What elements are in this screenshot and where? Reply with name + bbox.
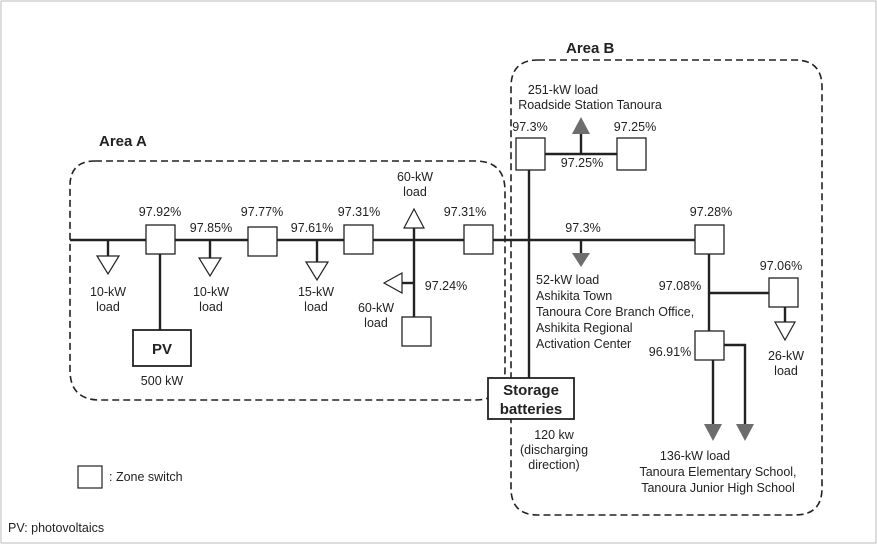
pct-9731a: 97.31% (338, 205, 380, 219)
zone-switch-9728 (694, 224, 725, 255)
pct-9708: 97.08% (659, 279, 701, 293)
load-arrow-136kw-b (736, 424, 754, 441)
legend-zone-switch-symbol (77, 465, 103, 489)
legend-zone-switch-text: : Zone switch (109, 470, 183, 484)
load-arrow-15kw (304, 261, 330, 282)
load-arrow-10kw-b (197, 257, 223, 278)
load-arrow-60kw-left (382, 271, 403, 295)
area-b-label: Area B (566, 40, 615, 57)
storage-rating-3: direction) (528, 458, 579, 472)
pct-973-main: 97.3% (565, 221, 600, 235)
zone-switch-roadside-right (616, 137, 647, 171)
load-52kw-line5: Activation Center (536, 337, 631, 351)
load-10kw-b-line1: 10-kW (193, 285, 229, 299)
load-26kw-line2: load (774, 364, 798, 378)
zone-switch-roadside-left (515, 137, 546, 171)
load-251kw-line1: 251-kW load (528, 83, 598, 97)
load-arrow-52kw (572, 253, 590, 267)
load-60kw-up-line2: load (403, 185, 427, 199)
storage-label-1: Storage (503, 382, 559, 399)
pv-box (132, 329, 192, 367)
pv-rating: 500 kW (141, 374, 184, 388)
storage-box (487, 377, 575, 420)
load-136kw-line3: Tanoura Junior High School (641, 481, 795, 495)
storage-rating-2: (discharging (520, 443, 588, 457)
pct-973-roadside: 97.3% (512, 120, 547, 134)
storage-rating-1: 120 kw (534, 428, 575, 442)
load-10kw-b-line2: load (199, 300, 223, 314)
zone-switch-9724 (401, 316, 432, 347)
pct-9725-right: 97.25% (614, 120, 656, 134)
pct-9777: 97.77% (241, 205, 283, 219)
pct-9728: 97.28% (690, 205, 732, 219)
pv-label: PV (152, 341, 172, 358)
load-251kw-line2: Roadside Station Tanoura (518, 98, 662, 112)
load-136kw-line2: Tanoura Elementary School, (639, 465, 796, 479)
load-60kw-left-line1: 60-kW (358, 301, 394, 315)
storage-label-2: batteries (500, 401, 563, 418)
load-arrow-251kw (572, 117, 590, 134)
load-arrow-10kw-a (95, 255, 121, 276)
area-a-outline (69, 160, 506, 401)
pct-9691: 96.91% (649, 345, 691, 359)
zone-switch-9731a (343, 224, 374, 255)
load-15kw-line1: 15-kW (298, 285, 334, 299)
load-52kw-line1: 52-kW load (536, 273, 599, 287)
zone-switch-9731b (463, 224, 494, 255)
pct-9761: 97.61% (291, 221, 333, 235)
load-52kw-line2: Ashikita Town (536, 289, 612, 303)
load-arrow-60kw-up (403, 207, 425, 229)
zone-switch-9777 (247, 226, 278, 257)
load-136kw-line1: 136-kW load (660, 449, 730, 463)
load-52kw-line3: Tanoura Core Branch Office, (536, 305, 694, 319)
zone-switch-9792 (145, 224, 176, 255)
footnote: PV: photovoltaics (8, 521, 104, 535)
area-a-label: Area A (99, 133, 147, 150)
area-b-outline (510, 59, 823, 516)
pct-9785: 97.85% (190, 221, 232, 235)
load-10kw-a-line2: load (96, 300, 120, 314)
pct-9724: 97.24% (425, 279, 467, 293)
zone-switch-9706 (768, 277, 799, 308)
pct-9706: 97.06% (760, 259, 802, 273)
drop-136kw-b (722, 343, 747, 424)
zone-switch-9691 (694, 330, 725, 361)
load-15kw-line2: load (304, 300, 328, 314)
load-60kw-up-line1: 60-kW (397, 170, 433, 184)
pct-9731b: 97.31% (444, 205, 486, 219)
pct-9792: 97.92% (139, 205, 181, 219)
load-26kw-line1: 26-kW (768, 349, 804, 363)
load-52kw-line4: Ashikita Regional (536, 321, 633, 335)
load-arrow-136kw-a (704, 424, 722, 441)
load-60kw-left-line2: load (364, 316, 388, 330)
load-10kw-a-line1: 10-kW (90, 285, 126, 299)
pct-9725-center: 97.25% (561, 156, 603, 170)
load-arrow-26kw (773, 321, 797, 342)
